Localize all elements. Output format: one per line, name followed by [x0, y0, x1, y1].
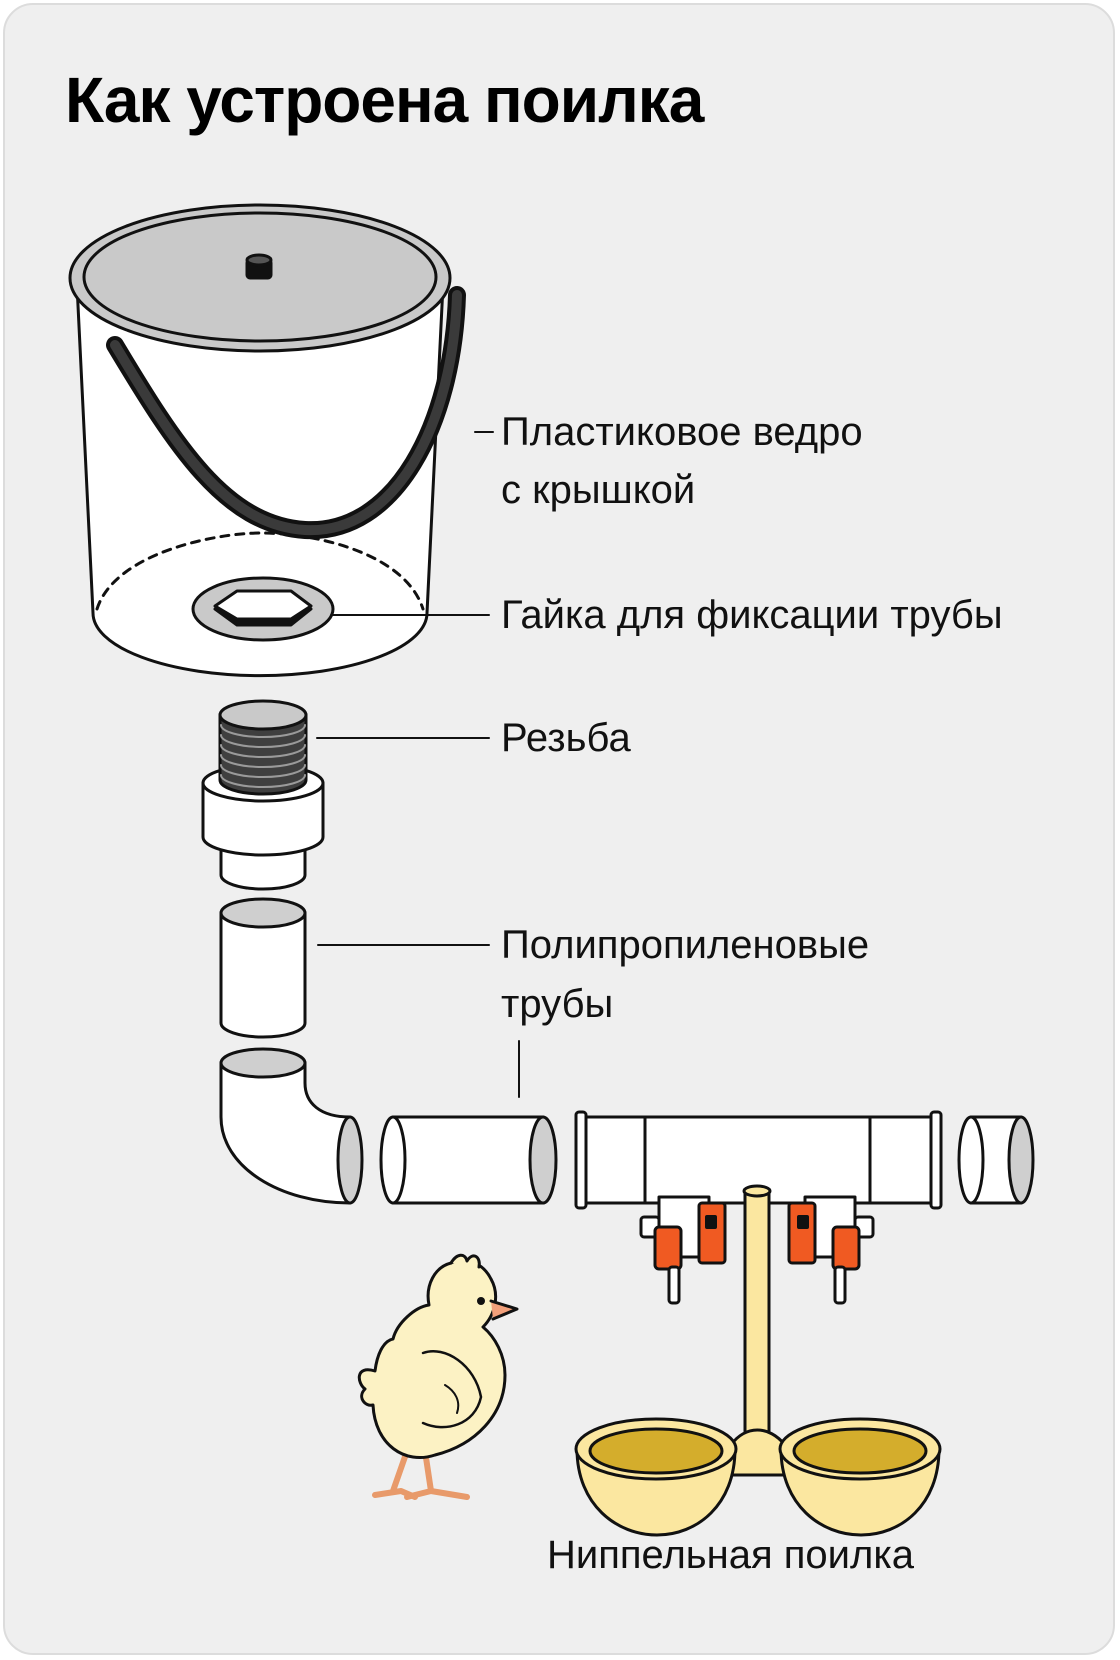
bucket-label-line1: Пластиковое ведро: [501, 410, 863, 454]
infographic-card: Как устроена поилка: [3, 3, 1115, 1655]
bucket-icon: [68, 203, 466, 678]
page-title: Как устроена поилка: [65, 64, 704, 136]
elbow-pipe-icon: [219, 1047, 364, 1205]
bucket-label-line2: с крышкой: [501, 468, 696, 512]
pipe-icon: [219, 897, 307, 1039]
pipes-label-line1: Полипропиленовые: [501, 923, 870, 967]
pipes-label-line2: трубы: [501, 982, 614, 1026]
drinking-cup-icon: [574, 1184, 942, 1537]
lock-nut-icon: [191, 576, 335, 642]
nut-label: Гайка для фиксации трубы: [501, 593, 1003, 637]
drinker-diagram: [68, 203, 1035, 1537]
thread-label: Резьба: [501, 716, 631, 760]
chick-icon: [357, 1253, 519, 1500]
pipe-icon: [957, 1115, 1035, 1205]
threaded-adapter-icon: [201, 699, 325, 891]
pipe-icon: [379, 1115, 558, 1205]
nipple-icon: [787, 1201, 875, 1305]
nipple-icon: [639, 1201, 727, 1305]
drinker-label: Ниппельная поилка: [547, 1533, 914, 1577]
